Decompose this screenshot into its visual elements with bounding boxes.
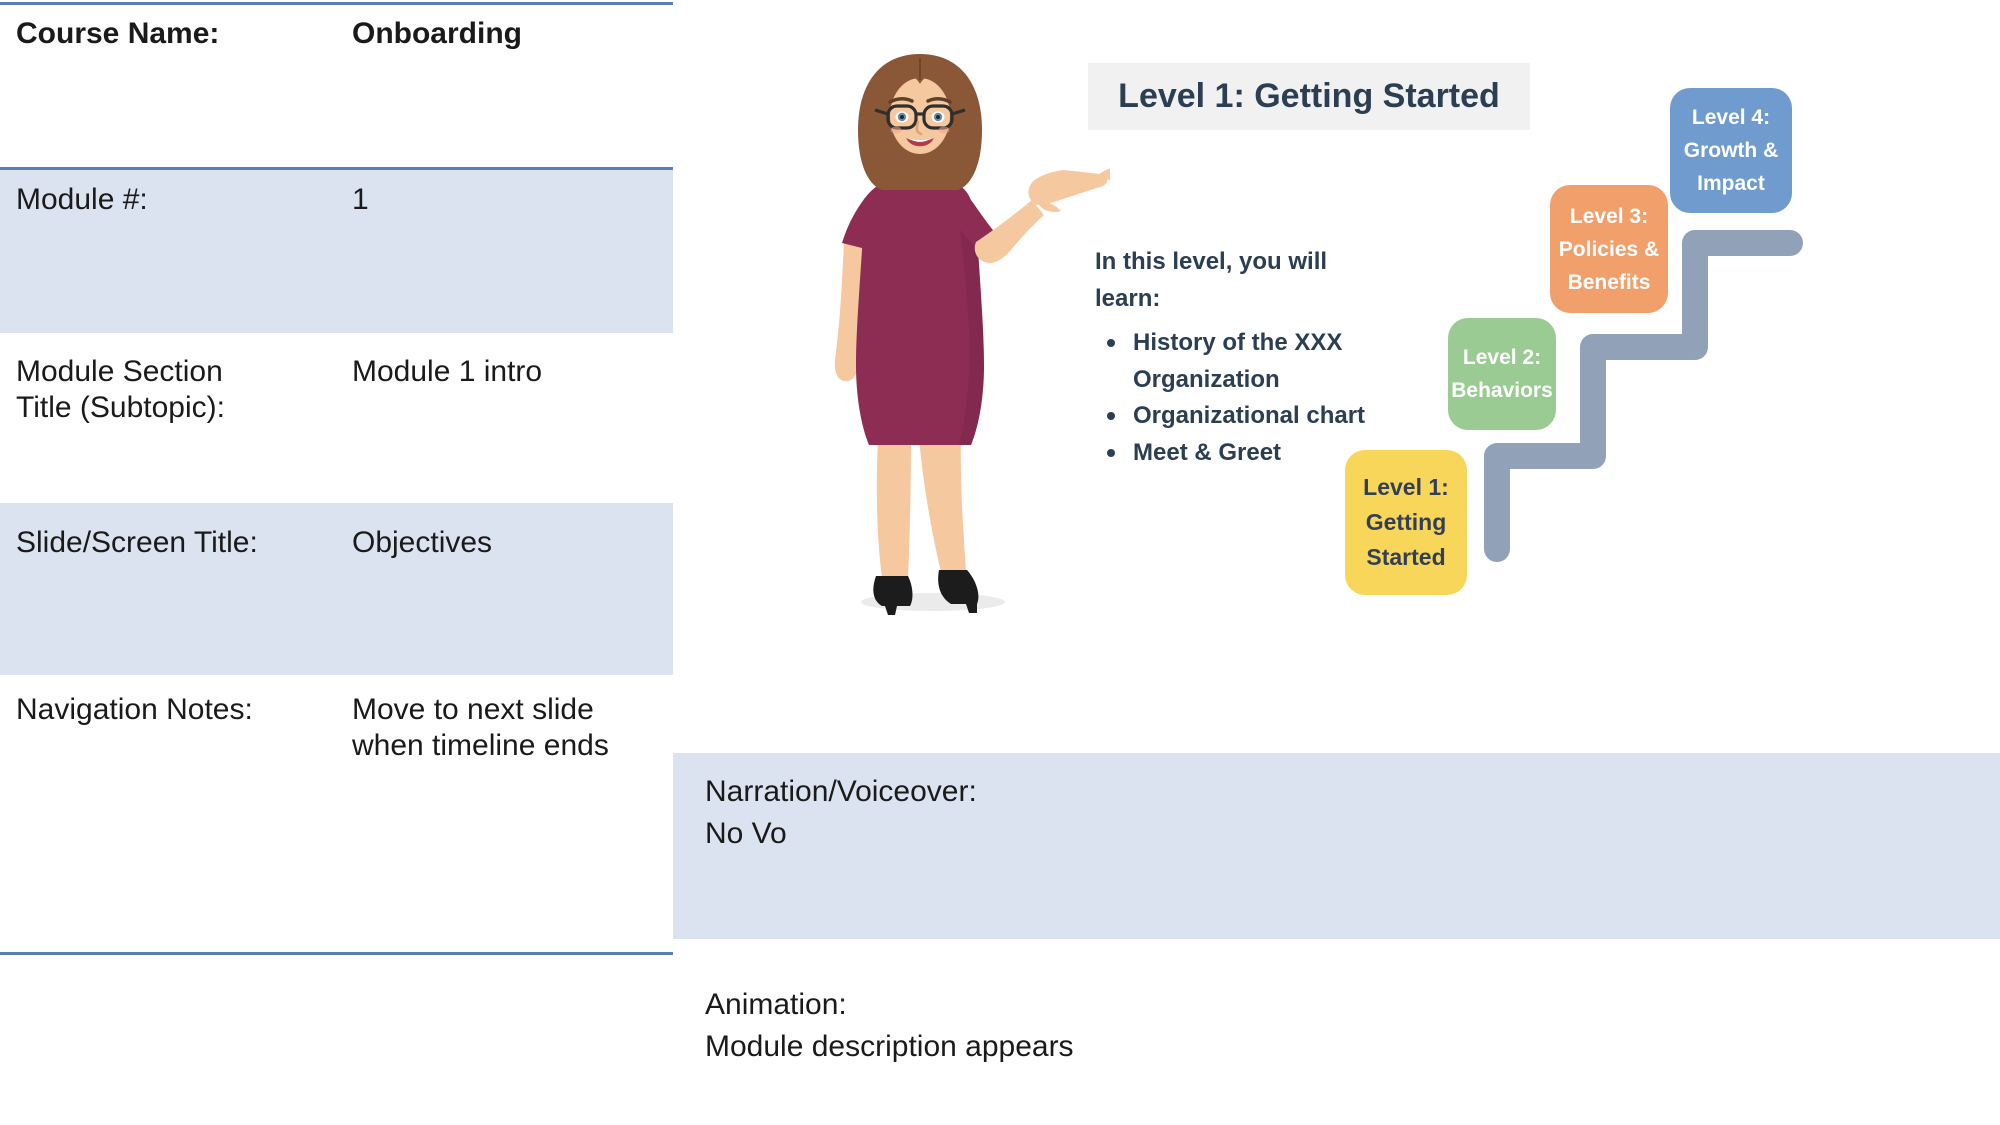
module-number-value: 1 [352, 183, 369, 216]
level-1-text: Started [1366, 544, 1446, 570]
slide-title: Level 1: Getting Started [1088, 63, 1530, 130]
module-number-label: Module #: [16, 183, 148, 216]
staircase-graphic [1484, 230, 1803, 562]
woman-right-forearm [974, 200, 1044, 263]
bullet-dot-icon [1107, 339, 1115, 347]
woman-blush [938, 126, 950, 134]
staircase-path [1484, 230, 1803, 562]
woman-eyes [895, 111, 945, 123]
bullet-dot-icon [1107, 448, 1115, 457]
level-2-text: Level 2: [1462, 346, 1542, 369]
slide-screen-title-value: Objectives [352, 526, 493, 559]
level-3-text: Benefits [1567, 271, 1651, 294]
course-name-label: Course Name: [16, 17, 220, 50]
bullet-text: Organizational chart [1133, 402, 1366, 429]
level-4-box: Level 4: Growth & Impact [1670, 88, 1792, 213]
table-row-shading-slide-title [0, 503, 673, 675]
table-header-border [0, 167, 673, 170]
narration-label: Narration/Voiceover: [705, 775, 977, 808]
bullet-item: Meet & Greet [1100, 435, 1380, 472]
table-top-border [0, 2, 673, 5]
woman-eyebrows [888, 97, 914, 104]
woman-mouth [906, 138, 934, 147]
animation-label: Animation: [705, 988, 847, 1021]
level-4-text: Growth & [1683, 139, 1779, 162]
level-4-text: Level 4: [1691, 106, 1771, 129]
woman-legs [876, 438, 966, 578]
level-1-text: Level 1: [1363, 474, 1449, 500]
level-2-box: Level 2: Behaviors [1448, 318, 1556, 430]
level-1-text: Getting [1365, 509, 1447, 535]
navigation-notes-value: Move to next slide when timeline ends [352, 693, 609, 762]
woman-shoes [873, 570, 979, 615]
glasses-icon [874, 104, 966, 130]
slide-intro-text: In this level, you will learn: [1095, 243, 1327, 317]
module-section-title-label: Module Section Title (Subtopic): [16, 355, 225, 424]
bullet-item: Organizational chart [1100, 398, 1380, 435]
bullet-text: Meet & Greet [1133, 438, 1282, 466]
bullet-item: History of the XXX Organization [1100, 325, 1380, 398]
module-section-title-value: Module 1 intro [352, 355, 543, 388]
animation-value: Module description appears [705, 1030, 1074, 1063]
woman-dress [842, 176, 998, 445]
narration-value: No Vo [705, 817, 787, 850]
level-3-box: Level 3: Policies & Benefits [1550, 185, 1668, 313]
level-1-box: Level 1: Getting Started [1345, 450, 1467, 595]
woman-hand [1028, 168, 1110, 212]
woman-head [858, 54, 982, 190]
level-3-text: Policies & [1558, 238, 1660, 261]
bullet-dot-icon [1107, 412, 1115, 420]
level-2-text: Behaviors [1451, 379, 1553, 402]
level-3-text: Level 3: [1569, 205, 1649, 228]
woman-face [890, 78, 950, 154]
woman-blush [890, 126, 902, 134]
woman-nose [915, 120, 923, 136]
slide-intro-line-1: In this level, you will [1095, 248, 1328, 275]
table-bottom-border [0, 952, 673, 955]
slide-intro-line-2: learn: [1095, 285, 1161, 312]
bullet-text: History of the XXX Organization [1133, 329, 1343, 393]
narration-banner [673, 753, 2000, 939]
slide-bullet-list: History of the XXX Organization Organiza… [1100, 325, 1380, 471]
table-row-shading-module-number [0, 170, 673, 333]
presenter-woman-illustration [834, 54, 1110, 615]
slide-screen-title-label: Slide/Screen Title: [16, 526, 258, 559]
woman-bangs [862, 55, 978, 118]
level-4-text: Impact [1697, 172, 1765, 195]
woman-eyebrows [926, 97, 952, 104]
navigation-notes-label: Navigation Notes: [16, 693, 253, 726]
course-name-value: Onboarding [352, 17, 522, 50]
